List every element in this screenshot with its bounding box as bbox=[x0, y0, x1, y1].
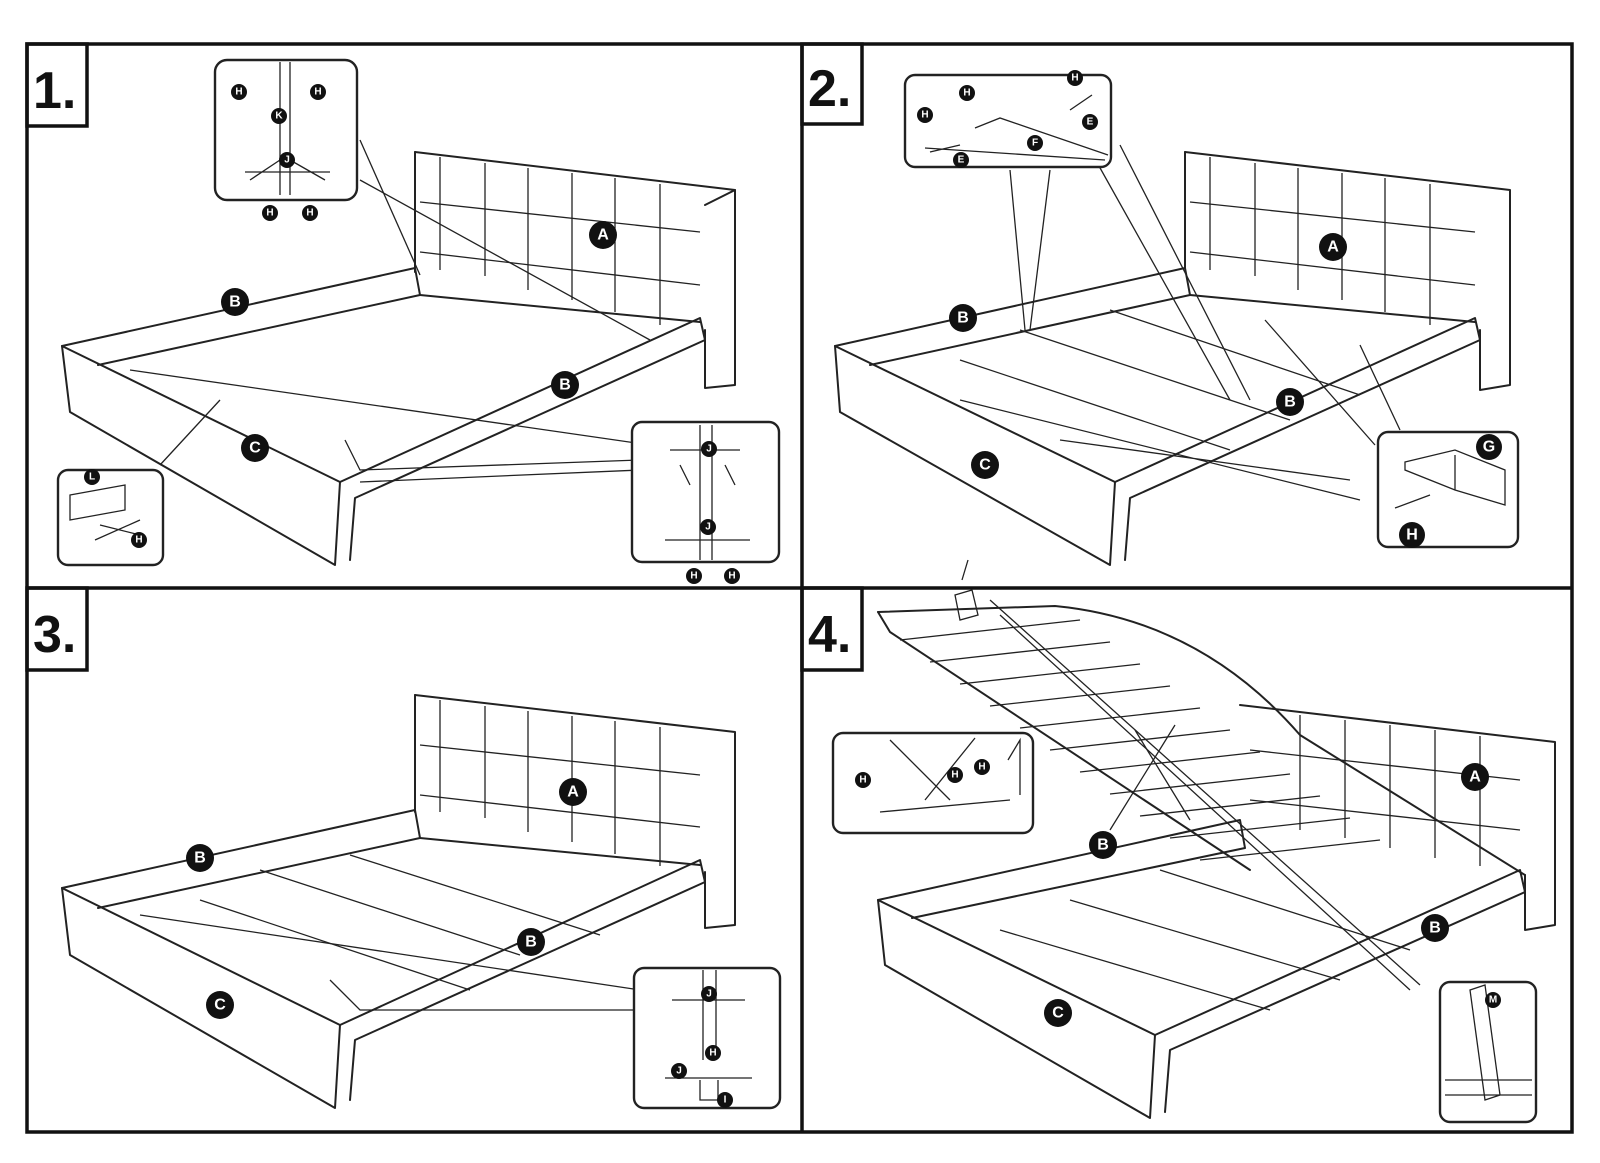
part-label: H bbox=[135, 535, 142, 546]
part-label: I bbox=[724, 1095, 727, 1106]
part-label: H bbox=[728, 571, 735, 582]
part-label: F bbox=[1032, 138, 1038, 149]
part-label: H bbox=[1406, 527, 1418, 544]
part-label: H bbox=[306, 208, 313, 219]
step-2-labels: A B B C H H H E E F G H bbox=[917, 70, 1502, 548]
part-label: J bbox=[705, 522, 711, 533]
part-label: H bbox=[314, 87, 321, 98]
step-number-box bbox=[25, 586, 89, 672]
part-label: J bbox=[676, 1066, 682, 1077]
slats bbox=[899, 619, 1381, 861]
step-4-panel: 4. bbox=[800, 559, 1556, 1124]
part-label: H bbox=[1071, 73, 1078, 84]
step-number: 3. bbox=[33, 606, 76, 664]
inset-headboard-brackets bbox=[213, 58, 359, 202]
part-label: H bbox=[963, 88, 970, 99]
step-number: 1. bbox=[33, 62, 76, 120]
step-2-panel: 2. A B B C H H bbox=[800, 42, 1520, 566]
part-label: H bbox=[951, 770, 958, 781]
inset-corner-brackets bbox=[630, 420, 781, 564]
inset-l-bracket bbox=[56, 468, 165, 567]
headboard-tufting bbox=[419, 700, 701, 866]
part-label: J bbox=[706, 444, 712, 455]
step-3-panel: 3. A B B C J H J I bbox=[25, 586, 782, 1110]
step-number: 4. bbox=[808, 606, 851, 664]
step-4-labels: A B B C H H H M bbox=[855, 759, 1501, 1027]
part-label: C bbox=[249, 440, 261, 457]
part-label: B bbox=[525, 934, 537, 951]
step-1-labels: A B B C H H H H K J L H J J H H bbox=[84, 84, 740, 584]
inset-support-leg bbox=[632, 966, 782, 1110]
part-label: B bbox=[957, 310, 969, 327]
part-label: H bbox=[709, 1048, 716, 1059]
step-1-panel: 1. bbox=[25, 42, 781, 584]
part-label: B bbox=[194, 850, 206, 867]
part-label: A bbox=[567, 784, 579, 801]
step-number-box bbox=[800, 586, 864, 672]
part-label: E bbox=[958, 155, 965, 166]
part-label: B bbox=[229, 294, 241, 311]
part-label: C bbox=[979, 457, 991, 474]
part-label: J bbox=[284, 155, 290, 166]
part-label: M bbox=[1489, 995, 1497, 1006]
part-label: E bbox=[1087, 117, 1094, 128]
part-label: A bbox=[597, 227, 609, 244]
headboard-tufting bbox=[1249, 715, 1521, 866]
part-label: H bbox=[921, 110, 928, 121]
part-label: A bbox=[1327, 239, 1339, 256]
part-label: L bbox=[89, 472, 95, 483]
part-label: H bbox=[978, 762, 985, 773]
part-label: K bbox=[275, 111, 283, 122]
part-label: H bbox=[690, 571, 697, 582]
part-label: H bbox=[266, 208, 273, 219]
bed-frame-drawing bbox=[61, 694, 736, 1109]
part-label: B bbox=[559, 377, 571, 394]
part-label: B bbox=[1429, 920, 1441, 937]
step-number-box bbox=[800, 42, 864, 126]
part-label: A bbox=[1469, 769, 1481, 786]
part-label: J bbox=[706, 989, 712, 1000]
part-label: C bbox=[1052, 1005, 1064, 1022]
step-number-box bbox=[25, 42, 89, 128]
inset-strap bbox=[1438, 980, 1538, 1124]
part-label: H bbox=[235, 87, 242, 98]
headboard-tufting bbox=[419, 157, 701, 325]
bed-frame-drawing bbox=[877, 559, 1556, 1119]
part-label: H bbox=[859, 775, 866, 786]
part-label: G bbox=[1483, 439, 1495, 456]
step-number: 2. bbox=[808, 60, 851, 118]
part-label: B bbox=[1097, 837, 1109, 854]
step-3-labels: A B B C J H J I bbox=[186, 778, 733, 1108]
part-label: C bbox=[214, 997, 226, 1014]
part-label: B bbox=[1284, 394, 1296, 411]
